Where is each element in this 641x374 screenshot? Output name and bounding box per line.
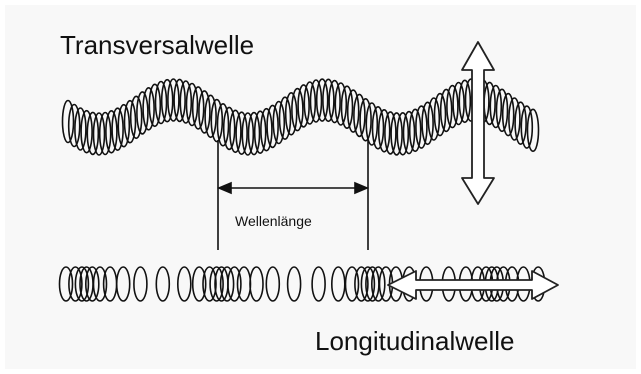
spring-coil [178, 267, 191, 301]
longitudinal-wave-label: Longitudinalwelle [315, 326, 514, 357]
wavelength-arrow [219, 183, 367, 193]
spring-coil [332, 267, 345, 301]
spring-coil [117, 267, 130, 301]
spring-coil [266, 267, 279, 301]
transverse-wave-spring [63, 79, 539, 155]
spring-coil [250, 267, 263, 301]
double-headed-vertical-arrow-icon [462, 42, 494, 204]
spring-coil [134, 267, 147, 301]
spring-coil [156, 267, 169, 301]
spring-coil [104, 267, 117, 301]
transverse-wave-label: Transversalwelle [60, 30, 254, 61]
spring-coil [94, 267, 107, 301]
spring-coil [288, 267, 301, 301]
spring-coil [312, 267, 325, 301]
spring-coil [238, 267, 251, 301]
wavelength-label: Wellenlänge [233, 213, 314, 229]
